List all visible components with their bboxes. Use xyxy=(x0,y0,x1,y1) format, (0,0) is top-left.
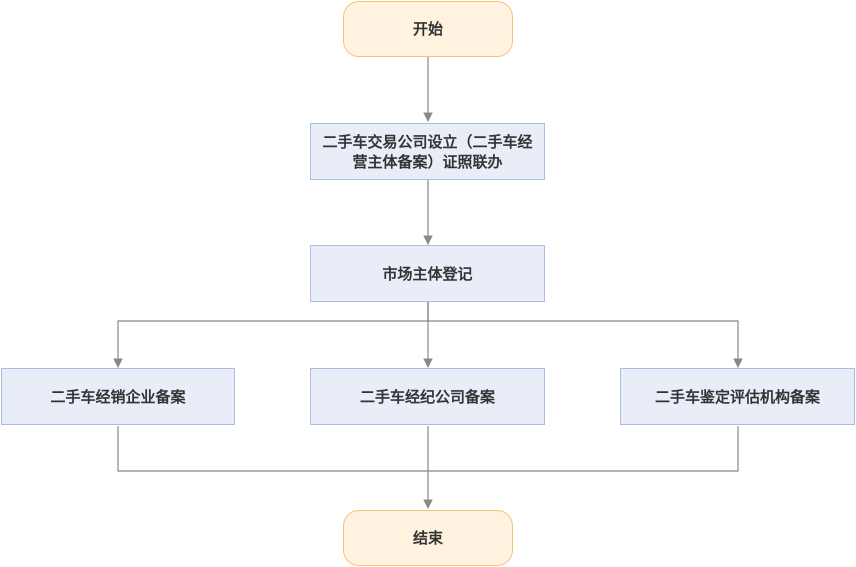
edge-register-to-appraisal xyxy=(427,302,743,368)
edge-dealer-to-end xyxy=(117,426,428,472)
broker-filing-node: 二手车经纪公司备案 xyxy=(310,368,545,425)
start-node-label: 开始 xyxy=(412,20,443,38)
register-node: 市场主体登记 xyxy=(310,245,545,302)
appraisal-filing-node: 二手车鉴定评估机构备案 xyxy=(620,368,855,425)
broker-filing-node-label: 二手车经纪公司备案 xyxy=(359,387,495,406)
establish-node: 二手车交易公司设立（二手车经营主体备案）证照联办 xyxy=(310,123,545,180)
dealer-filing-node-label: 二手车经销企业备案 xyxy=(50,387,186,406)
edge-appraisal-to-end xyxy=(428,426,739,472)
end-node-label: 结束 xyxy=(412,529,443,547)
register-node-label: 市场主体登记 xyxy=(382,264,473,283)
start-node: 开始 xyxy=(343,1,513,57)
dealer-filing-node: 二手车经销企业备案 xyxy=(1,368,235,425)
end-node: 结束 xyxy=(343,510,513,566)
appraisal-filing-node-label: 二手车鉴定评估机构备案 xyxy=(654,387,820,406)
establish-node-label: 二手车交易公司设立（二手车经营主体备案）证照联办 xyxy=(322,132,533,171)
edge-register-to-dealer xyxy=(113,302,429,368)
